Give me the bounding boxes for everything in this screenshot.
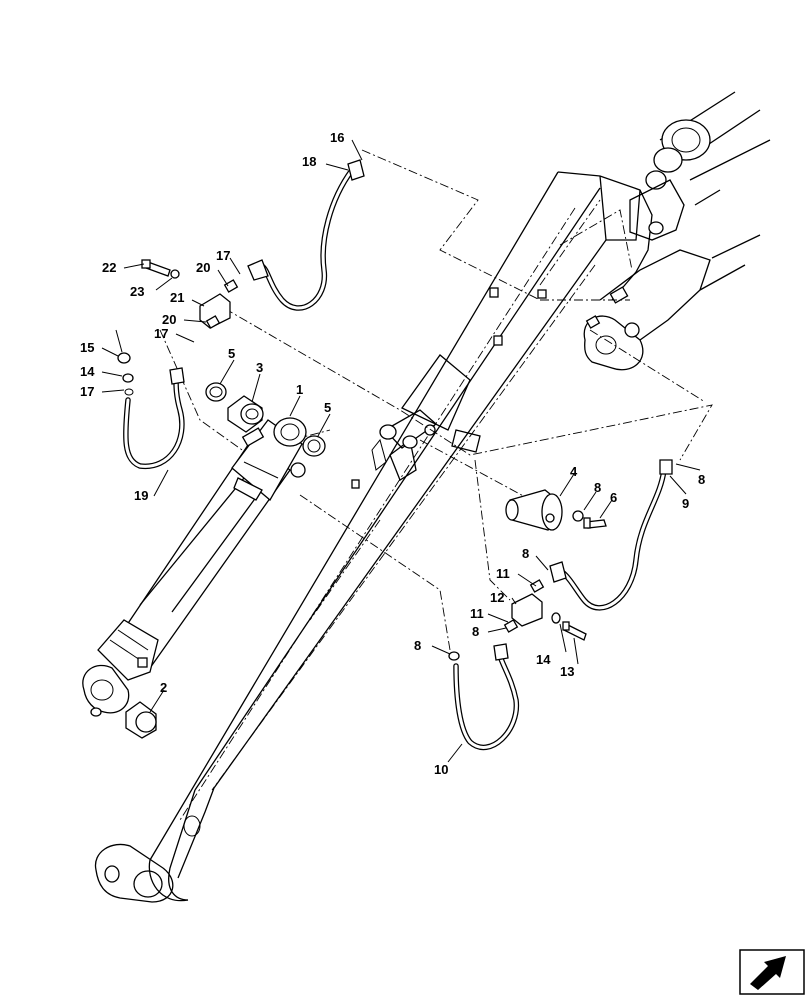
callout-labels: 16 18 17 20 22 23 21 20 17 15 14 17 5 3 …: [80, 130, 705, 777]
small-parts: [117, 259, 607, 739]
callout-21: 21: [170, 290, 184, 305]
boom-joint: [583, 91, 771, 371]
callout-11: 11: [496, 566, 510, 581]
callout-13: 13: [560, 664, 574, 679]
callout-11: 11: [470, 606, 484, 621]
callout-8: 8: [472, 624, 479, 639]
callout-14: 14: [536, 652, 551, 667]
hoses: [123, 159, 673, 751]
callout-8-lower: 8: [414, 638, 421, 653]
callout-4: 4: [570, 464, 578, 479]
callout-19: 19: [134, 488, 148, 503]
callout-7: 8: [594, 480, 601, 495]
callout-5: 5: [324, 400, 331, 415]
callout-5: 5: [228, 346, 235, 361]
callout-23: 23: [130, 284, 144, 299]
next-page-arrow-icon[interactable]: [739, 949, 805, 995]
callout-10: 10: [434, 762, 448, 777]
callout-6: 6: [610, 490, 617, 505]
callout-17: 17: [216, 248, 230, 263]
callout-15: 14: [80, 364, 95, 379]
callout-17: 17: [154, 326, 168, 341]
callout-8: 8: [698, 472, 705, 487]
callout-12: 12: [490, 590, 504, 605]
arm-assembly: [94, 171, 653, 903]
callout-1: 1: [296, 382, 303, 397]
callout-17: 16: [330, 130, 344, 145]
callout-20: 20: [162, 312, 176, 327]
callout-22: 22: [102, 260, 116, 275]
callout-9: 9: [682, 496, 689, 511]
callout-2: 2: [160, 680, 167, 695]
callout-3: 3: [256, 360, 263, 375]
callout-17: 17: [80, 384, 94, 399]
callout-16: 15: [80, 340, 94, 355]
routing-lines: [159, 149, 713, 651]
hydraulic-cylinder: [82, 417, 307, 717]
callout-18: 18: [302, 154, 316, 169]
leader-lines: [101, 139, 701, 763]
callout-8: 8: [522, 546, 529, 561]
callout-20: 20: [196, 260, 210, 275]
